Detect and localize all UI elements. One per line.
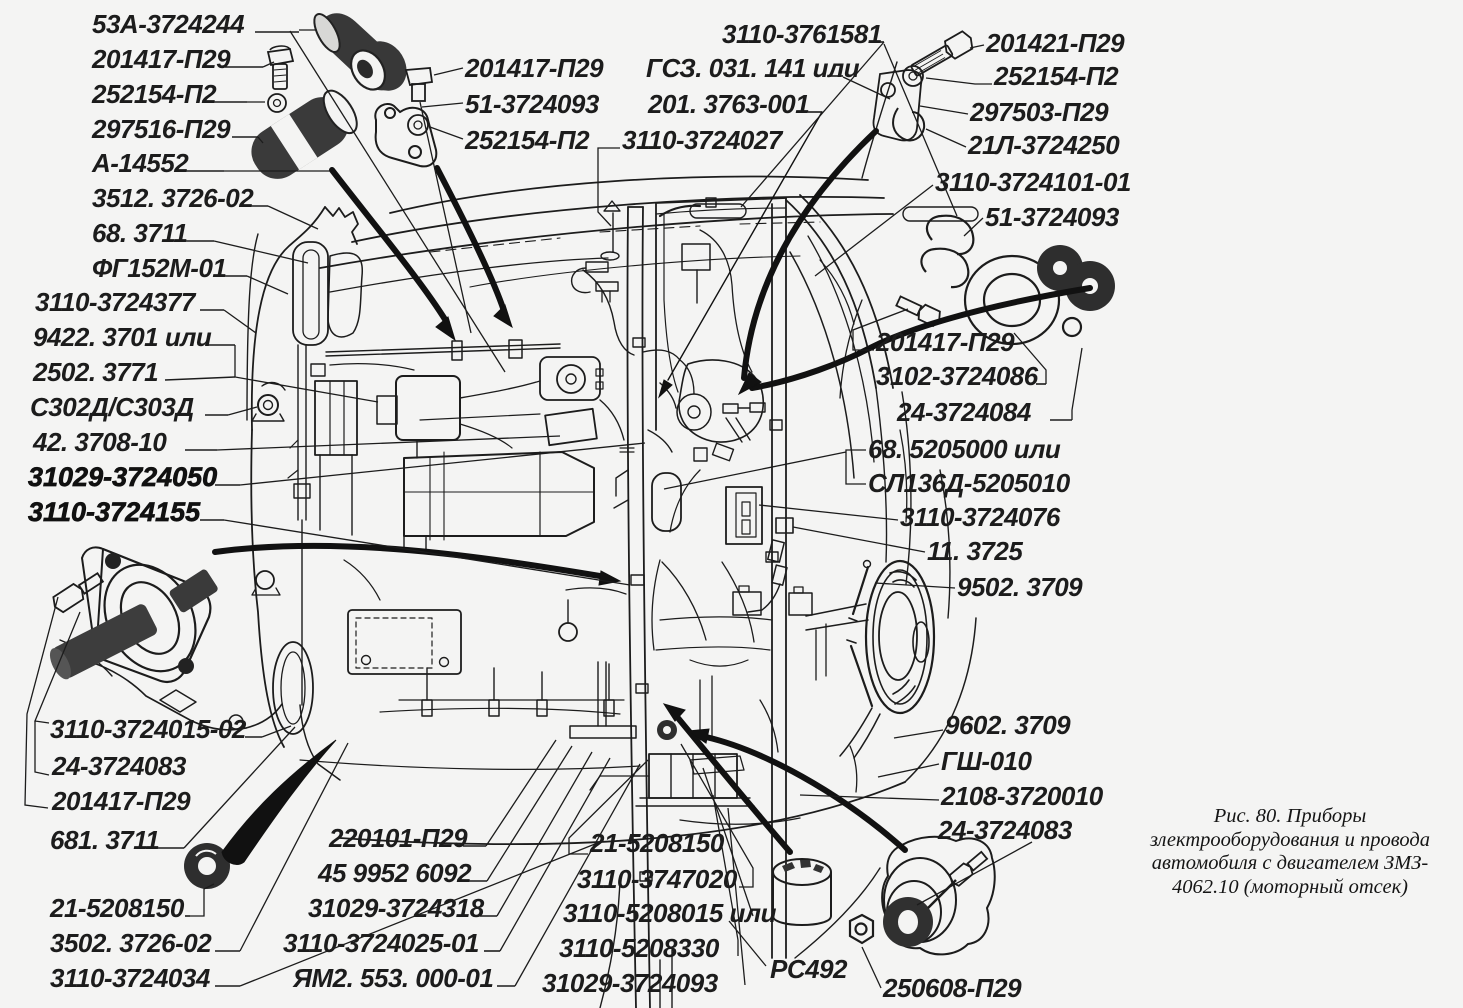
svg-text:СЛ136Д-5205010: СЛ136Д-5205010 xyxy=(868,468,1071,498)
svg-text:68. 3711: 68. 3711 xyxy=(92,218,187,248)
svg-text:21-5208150: 21-5208150 xyxy=(49,893,185,923)
svg-text:201417-П29: 201417-П29 xyxy=(464,53,604,83)
svg-text:ФГ152М-01: ФГ152М-01 xyxy=(92,253,226,283)
svg-text:31029-3724050: 31029-3724050 xyxy=(28,462,217,492)
svg-text:2108-3720010: 2108-3720010 xyxy=(940,781,1104,811)
svg-text:31029-3724318: 31029-3724318 xyxy=(308,893,485,923)
svg-text:3110-3724034: 3110-3724034 xyxy=(50,963,211,993)
svg-text:2502. 3771: 2502. 3771 xyxy=(32,357,158,387)
svg-text:3502. 3726-02: 3502. 3726-02 xyxy=(50,928,212,958)
svg-text:21-5208150: 21-5208150 xyxy=(589,828,725,858)
svg-text:ГСЗ. 031. 141 или: ГСЗ. 031. 141 или xyxy=(646,53,860,83)
svg-text:681. 3711: 681. 3711 xyxy=(50,825,159,855)
svg-text:С302Д/С303Д: С302Д/С303Д xyxy=(30,392,194,422)
svg-text:3110-3724155: 3110-3724155 xyxy=(28,497,201,527)
svg-text:31029-3724093: 31029-3724093 xyxy=(542,968,719,998)
svg-text:252154-П2: 252154-П2 xyxy=(91,79,217,109)
svg-text:автомобиля с двигателем ЗМЗ-: автомобиля с двигателем ЗМЗ- xyxy=(1152,852,1429,874)
svg-text:201417-П29: 201417-П29 xyxy=(875,327,1015,357)
svg-text:11. 3725: 11. 3725 xyxy=(927,536,1023,566)
svg-text:Рис. 80. Приборы: Рис. 80. Приборы xyxy=(1213,805,1367,827)
svg-text:201421-П29: 201421-П29 xyxy=(985,28,1125,58)
svg-text:51-3724093: 51-3724093 xyxy=(465,89,600,119)
svg-text:42. 3708-10: 42. 3708-10 xyxy=(32,427,167,457)
svg-text:252154-П2: 252154-П2 xyxy=(464,125,590,155)
svg-text:9602. 3709: 9602. 3709 xyxy=(945,710,1071,740)
svg-text:68. 5205000 или: 68. 5205000 или xyxy=(868,434,1061,464)
svg-text:201417-П29: 201417-П29 xyxy=(51,786,191,816)
svg-text:297503-П29: 297503-П29 xyxy=(969,97,1109,127)
svg-text:24-3724083: 24-3724083 xyxy=(51,751,187,781)
svg-text:252154-П2: 252154-П2 xyxy=(993,61,1119,91)
svg-text:3110-3724101-01: 3110-3724101-01 xyxy=(935,167,1131,197)
svg-text:3110-3724076: 3110-3724076 xyxy=(900,502,1061,532)
svg-text:злектрооборудования и провода: злектрооборудования и провода xyxy=(1149,829,1430,851)
svg-text:24-3724083: 24-3724083 xyxy=(937,815,1073,845)
svg-text:9502. 3709: 9502. 3709 xyxy=(957,572,1083,602)
svg-text:ГШ-010: ГШ-010 xyxy=(941,746,1032,776)
svg-text:3110-5208330: 3110-5208330 xyxy=(559,933,720,963)
svg-text:201417-П29: 201417-П29 xyxy=(91,44,231,74)
svg-text:53А-3724244: 53А-3724244 xyxy=(92,9,245,39)
svg-text:3110-3761581: 3110-3761581 xyxy=(722,19,882,49)
svg-text:297516-П29: 297516-П29 xyxy=(91,114,231,144)
svg-text:51-3724093: 51-3724093 xyxy=(985,202,1120,232)
svg-text:3110-3747020: 3110-3747020 xyxy=(577,864,738,894)
svg-text:21Л-3724250: 21Л-3724250 xyxy=(967,130,1120,160)
svg-text:4062.10 (моторный отсек): 4062.10 (моторный отсек) xyxy=(1172,876,1408,898)
svg-text:3102-3724086: 3102-3724086 xyxy=(876,361,1039,391)
svg-text:3110-3724025-01: 3110-3724025-01 xyxy=(283,928,479,958)
svg-text:3110-3724015-02: 3110-3724015-02 xyxy=(50,714,247,744)
svg-text:ЯМ2. 553. 000-01: ЯМ2. 553. 000-01 xyxy=(292,963,493,993)
svg-text:201. 3763-001: 201. 3763-001 xyxy=(647,89,809,119)
svg-text:А-14552: А-14552 xyxy=(91,148,189,178)
svg-text:45 9952 6092: 45 9952 6092 xyxy=(317,858,472,888)
svg-text:РС492: РС492 xyxy=(770,954,848,984)
svg-text:250608-П29: 250608-П29 xyxy=(882,973,1022,1003)
svg-text:3512. 3726-02: 3512. 3726-02 xyxy=(92,183,254,213)
svg-text:3110-3724377: 3110-3724377 xyxy=(35,287,197,317)
svg-text:9422. 3701 или: 9422. 3701 или xyxy=(33,322,212,352)
svg-text:3110-5208015 или: 3110-5208015 или xyxy=(563,898,777,928)
svg-text:24-3724084: 24-3724084 xyxy=(896,397,1032,427)
svg-text:3110-3724027: 3110-3724027 xyxy=(622,125,784,155)
svg-text:220101-П29: 220101-П29 xyxy=(328,823,468,853)
